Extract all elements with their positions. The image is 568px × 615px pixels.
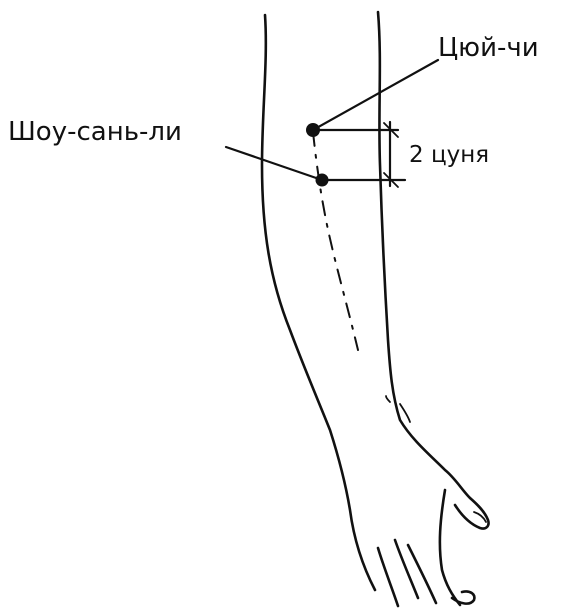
upper-acupoint-dot (306, 123, 320, 137)
lower-point-label: Шоу-сань-ли (8, 117, 182, 147)
finger-1 (395, 540, 418, 598)
arm-outline-left (262, 15, 375, 590)
wrist-crease (400, 404, 410, 422)
lower-point-leader (226, 147, 322, 180)
upper-point-leader (313, 60, 438, 130)
thumb-outline (455, 498, 489, 529)
upper-point-label: Цюй-чи (438, 33, 539, 63)
wrist-crease-2 (386, 396, 390, 402)
arm-drawing (262, 12, 489, 606)
meridian-line (313, 132, 358, 350)
lower-acupoint-dot (316, 174, 329, 187)
finger-3 (378, 548, 398, 606)
distance-label: 2 цуня (409, 142, 489, 168)
finger-2 (408, 545, 436, 603)
